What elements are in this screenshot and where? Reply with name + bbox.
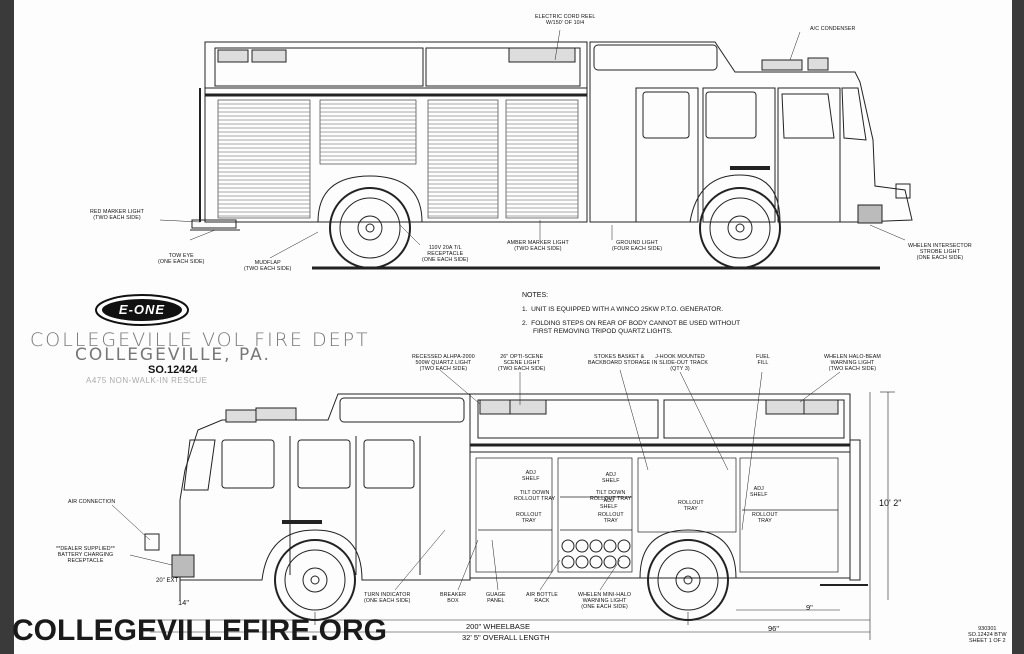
bottom-truck-cab [144, 393, 471, 600]
leader-lines [111, 29, 906, 591]
label-j-hook: J-HOOK MOUNTED IN SLIDE-OUT TRACK (QTY 3… [652, 354, 709, 372]
dim-96: 96" [768, 624, 780, 633]
compartment-adj-shelf-3: ADJ SHELF [600, 498, 618, 510]
model-line: A475 NON-WALK-IN RESCUE [86, 376, 208, 385]
air-bottle [589, 539, 603, 553]
dim-20-ext: 20" EXT [156, 578, 179, 584]
label-whelen-intersector: WHELEN INTERSECTOR STROBE LIGHT (ONE EAC… [908, 243, 972, 261]
label-red-marker-light: RED MARKER LIGHT (TWO EACH SIDE) [90, 209, 144, 221]
compartment-adj-shelf-2: ADJ SHELF [602, 472, 620, 484]
compartment-rollout-1: ROLLOUT TRAY [516, 512, 542, 524]
compartment-rollout-3: ROLLOUT TRAY [678, 500, 704, 512]
dim-14: 14" [178, 598, 190, 607]
air-bottle [561, 539, 575, 553]
label-mudflap: MUDFLAP (TWO EACH SIDE) [244, 260, 292, 272]
air-bottle [603, 539, 617, 553]
label-fuel-fill: FUEL FILL [756, 354, 770, 366]
label-recessed-quartz: RECESSED ALHPA-2000 500W QUARTZ LIGHT (T… [412, 354, 475, 372]
note-2: 2. FOLDING STEPS ON REAR OF BODY CANNOT … [522, 320, 741, 335]
height-dimension: 10' 2" [879, 498, 902, 508]
air-bottle [575, 555, 589, 569]
label-amber-marker-light: AMBER MARKER LIGHT (TWO EACH SIDE) [507, 240, 569, 252]
label-guage-panel: GUAGE PANEL [486, 592, 506, 604]
compartment-tilt-down-2: TILT DOWN ROLLOUT TRAY [590, 490, 632, 502]
label-receptacle: 110V 20A T/L RECEPTACLE (ONE EACH SIDE) [422, 245, 469, 263]
air-bottle [575, 539, 589, 553]
label-air-connection: AIR CONNECTION [68, 499, 116, 505]
top-rear-wheel [329, 187, 411, 269]
label-whelen-mini-halo: WHELEN MINI-HALO WARNING LIGHT (ONE EACH… [578, 592, 632, 610]
bottom-truck-body [469, 393, 868, 586]
label-tow-eye: TOW EYE (ONE EACH SIDE) [158, 253, 205, 265]
label-dealer-supplied: **DEALER SUPPLIED** BATTERY CHARGING REC… [56, 546, 116, 564]
label-breaker-box: BREAKER BOX [440, 592, 467, 604]
air-bottle [589, 555, 603, 569]
sheet-id: 930301 SO.12424 BTW SHEET 1 OF 2 [968, 626, 1007, 644]
label-ac-condenser: A/C CONDENSER [810, 26, 856, 32]
dept-name: COLLEGEVILLE VOL FIRE DEPT [30, 329, 370, 351]
compartment-rollout-4: ROLLOUT TRAY [752, 512, 778, 524]
bottom-rear-wheel [647, 539, 729, 621]
dim-wheelbase: 200" WHEELBASE [466, 622, 530, 631]
compartment-tilt-down-1: TILT DOWN ROLLOUT TRAY [514, 490, 556, 502]
air-bottle [561, 555, 575, 569]
label-ground-light: GROUND LIGHT (FOUR EACH SIDE) [612, 240, 663, 252]
so-number: SO.12424 [148, 364, 198, 376]
label-opti-scene: 26" OPTI-SCENE SCENE LIGHT (TWO EACH SID… [498, 354, 546, 372]
note-1: 1. UNIT IS EQUIPPED WITH A WINCO 25KW P.… [522, 306, 724, 313]
label-turn-indicator: TURN INDICATOR (ONE EACH SIDE) [364, 592, 411, 604]
compartment-rollout-2: ROLLOUT TRAY [598, 512, 624, 524]
e-one-logo [95, 294, 189, 326]
notes-title: NOTES: [522, 292, 549, 299]
air-bottle [617, 555, 631, 569]
dept-city: COLLEGEVILLE, PA. [75, 345, 271, 365]
air-bottles [561, 539, 631, 569]
dim-overall-length: 32' 5" OVERALL LENGTH [462, 633, 550, 642]
dimension-lines [150, 391, 895, 640]
top-front-wheel [699, 187, 781, 269]
label-stokes-basket: STOKES BASKET & BACKBOARD STORAGE [588, 354, 651, 366]
label-whelen-halo-beam: WHELEN HALO-BEAM WARNING LIGHT (TWO EACH… [824, 354, 881, 372]
top-truck-body [190, 41, 588, 231]
compartment-adj-shelf-4: ADJ SHELF [750, 486, 768, 498]
air-bottle [617, 539, 631, 553]
logo-text: E-ONE [118, 302, 166, 317]
site-watermark: COLLEGEVILLEFIRE.ORG [12, 614, 388, 647]
bottom-front-wheel [274, 539, 356, 621]
label-air-bottle-rack: AIR BOTTLE RACK [526, 592, 558, 604]
air-bottle [603, 555, 617, 569]
compartment-adj-shelf-1: ADJ SHELF [522, 470, 540, 482]
label-electric-cord-reel: ELECTRIC CORD REEL W/150' OF 10/4 [535, 14, 596, 26]
dim-9: 9" [806, 603, 813, 612]
top-truck-cab [589, 41, 913, 224]
